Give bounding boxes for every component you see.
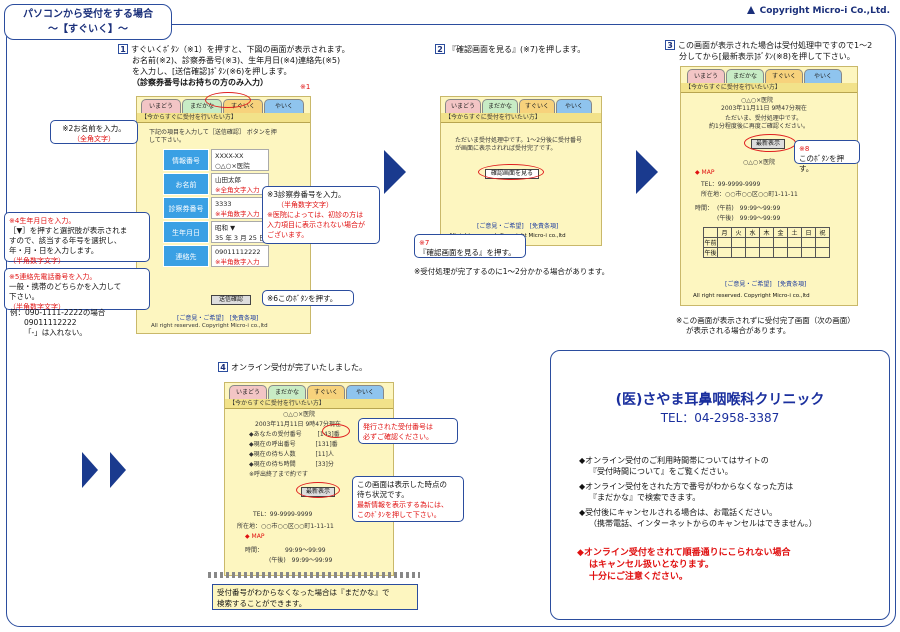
label-birthdate: 生年月日 xyxy=(163,221,209,243)
send-confirm-button[interactable]: 送信確認 xyxy=(211,295,251,305)
clinic-info-box: (医)さやま耳鼻咽喉科クリニック TEL：04-2958-3387 ◆オンライン… xyxy=(550,350,890,620)
info-number-field: XXXX-XX○△○×医院 xyxy=(211,149,269,171)
screen-header: 【今からすぐに受付を行いたい方】 xyxy=(137,113,310,123)
screen-header: 【今からすぐに受付を行いたい方】 xyxy=(681,83,857,93)
tab-suguiku[interactable]: すぐいく xyxy=(519,99,555,113)
refresh-highlight xyxy=(296,482,340,498)
card-number-input[interactable]: 3333※半角数字入力 xyxy=(211,197,269,219)
tab-yaiku[interactable]: やいく xyxy=(264,99,304,113)
info-bullet: ◆受付後にキャンセルされる場合は、お電話ください。 （携帯電話、インターネットか… xyxy=(579,508,817,528)
mark8-highlight xyxy=(744,134,796,152)
info-bullet: ◆オンライン受付をされた方で番号がわからなくなった方は 『まだかな』で検索できま… xyxy=(579,482,794,502)
ticket-number-highlight xyxy=(322,424,350,438)
map-link[interactable]: ◆ MAP xyxy=(695,169,715,176)
torn-edge xyxy=(208,572,420,578)
footer-links[interactable]: [ご意見・ご希望] [免責条項] xyxy=(177,315,259,322)
next-arrow-icon xyxy=(636,150,658,194)
label-name: お名前 xyxy=(163,173,209,195)
clinic-tel: TEL：04-2958-3387 xyxy=(660,411,780,425)
flow-arrow-icon xyxy=(110,452,126,488)
logo-triangle-icon xyxy=(746,6,755,14)
tab-suguiku[interactable]: すぐいく xyxy=(307,385,345,399)
map-pin-icon: ◆ xyxy=(695,169,700,176)
callout-4: ※4生年月日を入力。 ［▼］を押すと選択肢が表示されま すので、該当する年号を選… xyxy=(4,212,150,265)
info-bullet: ◆オンライン受付のご利用時間帯についてはサイトの 『受付時間について』をご覧くだ… xyxy=(579,456,769,476)
step3-note: ※この画面が表示されずに受付完了画面（次の画面） が表示される場合があります。 xyxy=(676,316,855,335)
tab-madakana[interactable]: まだかな xyxy=(482,99,518,113)
flow-arrow-icon xyxy=(82,452,98,488)
tab-suguiku[interactable]: すぐいく xyxy=(765,69,803,83)
tab-yaiku[interactable]: やいく xyxy=(556,99,592,113)
mark1-highlight xyxy=(205,92,251,108)
page-title: パソコンから受付をする場合 ～【すぐいく】～ xyxy=(4,4,172,40)
status-item: ◆現在の待ち人数 [11]人 xyxy=(249,451,334,458)
copyright: Copyright Micro-i Co.,Ltd. xyxy=(746,6,890,16)
cancel-warning: ◆オンライン受付をされて順番通りにこられない場合 はキャンセル扱いとなります。 … xyxy=(577,548,791,582)
map-link[interactable]: ◆ MAP xyxy=(245,533,265,540)
callout-refresh: この画面は表示した時点の 待ち状況です。 最新情報を表示する為には、 このﾎﾞﾀ… xyxy=(352,476,464,522)
status-item: ◆現在の待ち時間 [33]分 xyxy=(249,461,334,468)
schedule-table: 月火水木金土日祝 午前 午後 xyxy=(703,227,830,258)
clinic-name: ○△○×医院 xyxy=(741,97,774,104)
tab-yaiku[interactable]: やいく xyxy=(346,385,384,399)
label-contact: 連絡先 xyxy=(163,245,209,267)
era-select[interactable]: 昭和 ▼ xyxy=(215,224,236,232)
tab-yaiku[interactable]: やいく xyxy=(804,69,842,83)
next-arrow-icon xyxy=(384,150,406,194)
step3-number: 3 xyxy=(665,40,675,50)
map-pin-icon: ◆ xyxy=(245,533,250,540)
tab-imadou[interactable]: いまどう xyxy=(687,69,725,83)
callout-3: ※3診察券番号を入力。 （半角数字文字） ※医院によっては、初診の方は 入力項目… xyxy=(262,186,380,244)
callout-7: ※7 『確認画面を見る』を押す。 xyxy=(414,234,526,258)
screen-header: 【今からすぐに受付を行いたい方】 xyxy=(225,399,393,409)
phone-example: 例：090-1111-2222の場合 09011112222 「-」は入れない。 xyxy=(10,308,106,337)
outer-frame xyxy=(6,24,896,627)
label-info-number: 情報番号 xyxy=(163,149,209,171)
callout-6: ※6このﾎﾞﾀﾝを押す。 xyxy=(262,290,354,306)
status-item: ◆現在の呼出番号 [131]番 xyxy=(249,441,338,448)
callout-2: ※2お名前を入力。 （全角文字） xyxy=(50,120,138,144)
footer-links[interactable]: [ご意見・ご希望] [免責条項] xyxy=(477,223,559,230)
screen-header: 【今からすぐに受付を行いたい方】 xyxy=(441,113,601,123)
step3-screen: いまどう まだかな すぐいく やいく 【今からすぐに受付を行いたい方】 ○△○×… xyxy=(680,66,858,306)
tab-imadou[interactable]: いまどう xyxy=(445,99,481,113)
step1-number: 1 xyxy=(118,44,128,54)
clinic-name: (医)さやま耳鼻咽喉科クリニック xyxy=(615,392,825,408)
label-card-number: 診察券番号 xyxy=(163,197,209,219)
bottom-note: 受付番号がわからなくなった場合は『まだかな』で 検索することができます。 xyxy=(212,584,418,610)
birthdate-input[interactable]: 昭和 ▼35 年 3 月 25 日 xyxy=(211,221,269,243)
callout-5: ※5連絡先電話番号を入力。 一般・携帯のどちらかを入力して 下さい。 （半角数字… xyxy=(4,268,150,311)
step2-note: ※受付処理が完了するのに1～2分かかる場合があります。 xyxy=(414,267,610,276)
mark7-highlight xyxy=(478,164,544,180)
step4-number: 4 xyxy=(218,362,228,372)
footer-links[interactable]: [ご意見・ご希望] [免責条項] xyxy=(725,281,807,288)
mark-1: ※1 xyxy=(300,83,311,91)
contact-input[interactable]: 09011112222※半角数字入力 xyxy=(211,245,269,267)
tab-madakana[interactable]: まだかな xyxy=(726,69,764,83)
step2-number: 2 xyxy=(435,44,445,54)
name-input[interactable]: 山田太郎※全角文字入力 xyxy=(211,173,269,195)
tab-madakana[interactable]: まだかな xyxy=(268,385,306,399)
tab-imadou[interactable]: いまどう xyxy=(141,99,181,113)
callout-ticket: 発行された受付番号は 必ずご確認ください。 xyxy=(358,418,458,444)
step2-instructions: 2『確認画面を見る』(※7)を押します。 xyxy=(435,44,585,55)
tab-imadou[interactable]: いまどう xyxy=(229,385,267,399)
callout-8: ※8 このﾎﾞﾀﾝを押す。 xyxy=(794,140,860,173)
